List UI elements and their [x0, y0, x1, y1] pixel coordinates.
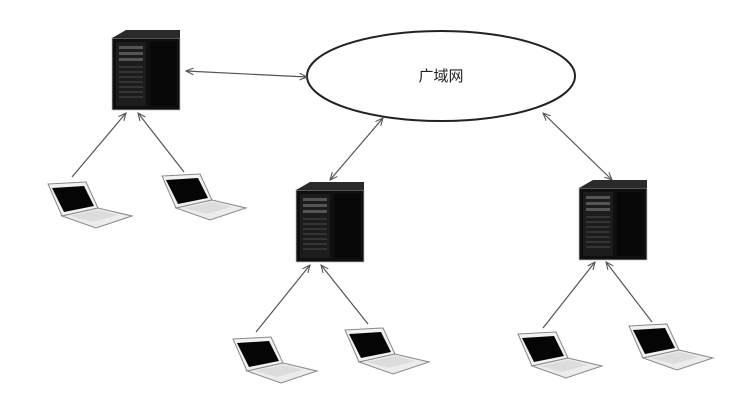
- link-laptop3b-server3: [606, 262, 653, 323]
- laptop-icon: [161, 173, 247, 221]
- server-icon: [295, 181, 365, 263]
- laptop-icon: [47, 181, 133, 229]
- wan-label: 广域网: [418, 67, 463, 85]
- server-icon: [111, 29, 181, 111]
- laptop-icon: [628, 323, 714, 371]
- laptop-icon: [517, 331, 603, 379]
- link-laptop1a-server1: [71, 113, 126, 178]
- link-laptop2a-server2: [255, 265, 310, 333]
- link-laptop2b-server2: [321, 265, 369, 325]
- link-server3-wan: [543, 113, 612, 180]
- connections: [71, 71, 653, 333]
- server-icon: [578, 179, 648, 261]
- laptop-icon: [232, 336, 318, 384]
- link-laptop1b-server1: [138, 113, 185, 173]
- link-server1-wan: [186, 71, 307, 77]
- link-server2-wan: [330, 118, 383, 180]
- wan-cloud: 广域网: [306, 30, 576, 122]
- laptop-icon: [344, 327, 430, 375]
- link-laptop3a-server3: [542, 262, 595, 329]
